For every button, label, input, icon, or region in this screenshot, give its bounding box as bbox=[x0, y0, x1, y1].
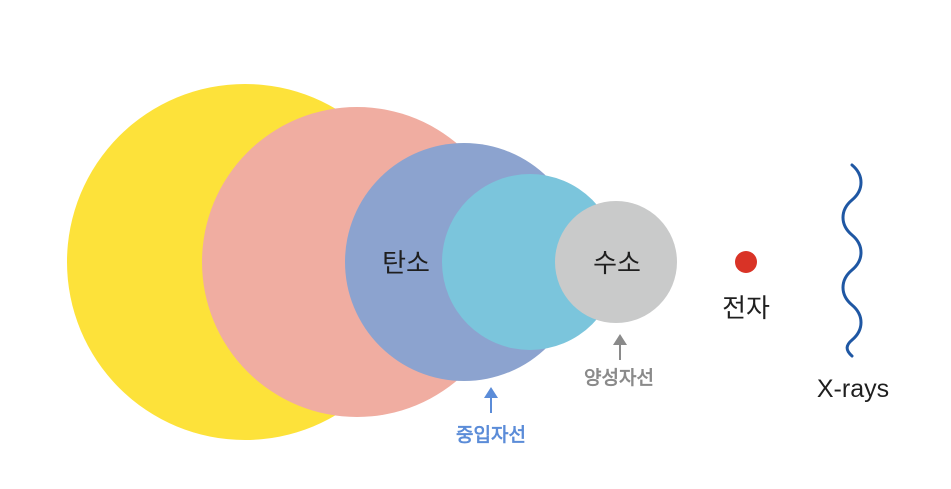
heavy-ion-label: 중입자선 bbox=[456, 424, 526, 446]
circle-hydrogen bbox=[555, 201, 677, 323]
proton-arrow bbox=[613, 334, 627, 360]
proton-label: 양성자선 bbox=[584, 367, 654, 389]
wavy-line-icon bbox=[841, 163, 863, 358]
carbon-label: 탄소 bbox=[382, 249, 430, 279]
red-dot-icon bbox=[735, 251, 757, 273]
electron-label: 전자 bbox=[722, 294, 770, 324]
xrays-label: X-rays bbox=[817, 375, 889, 403]
heavy-ion-arrow bbox=[484, 387, 498, 413]
hydrogen-label: 수소 bbox=[593, 249, 641, 279]
